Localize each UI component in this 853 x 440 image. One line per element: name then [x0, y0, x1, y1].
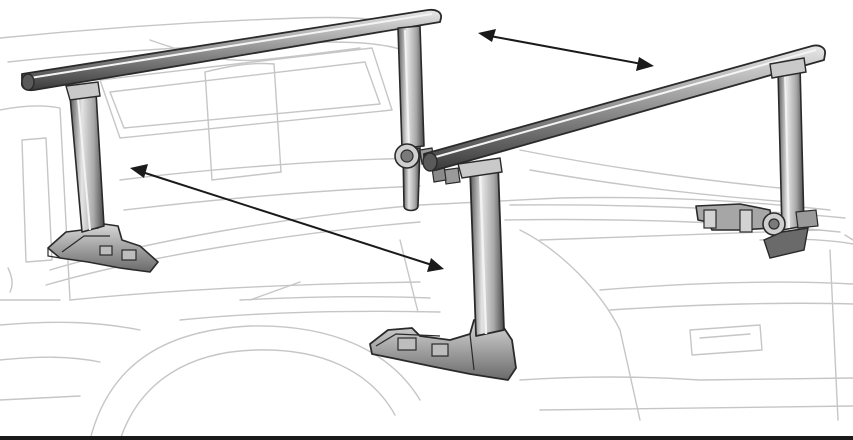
- rear-left-post: [394, 25, 435, 212]
- front-left-foot: [47, 223, 159, 273]
- truck-outline: [0, 16, 853, 440]
- front-left-post: [65, 81, 105, 233]
- rear-right-post: [695, 57, 819, 259]
- front-to-rear-spacing-arrow: [130, 164, 444, 272]
- front-right-post: [431, 157, 505, 337]
- bottom-border: [0, 436, 853, 440]
- front-crossbar: [21, 8, 442, 92]
- rear-crossbar: [422, 44, 826, 172]
- bar-spacing-arrow: [478, 29, 654, 71]
